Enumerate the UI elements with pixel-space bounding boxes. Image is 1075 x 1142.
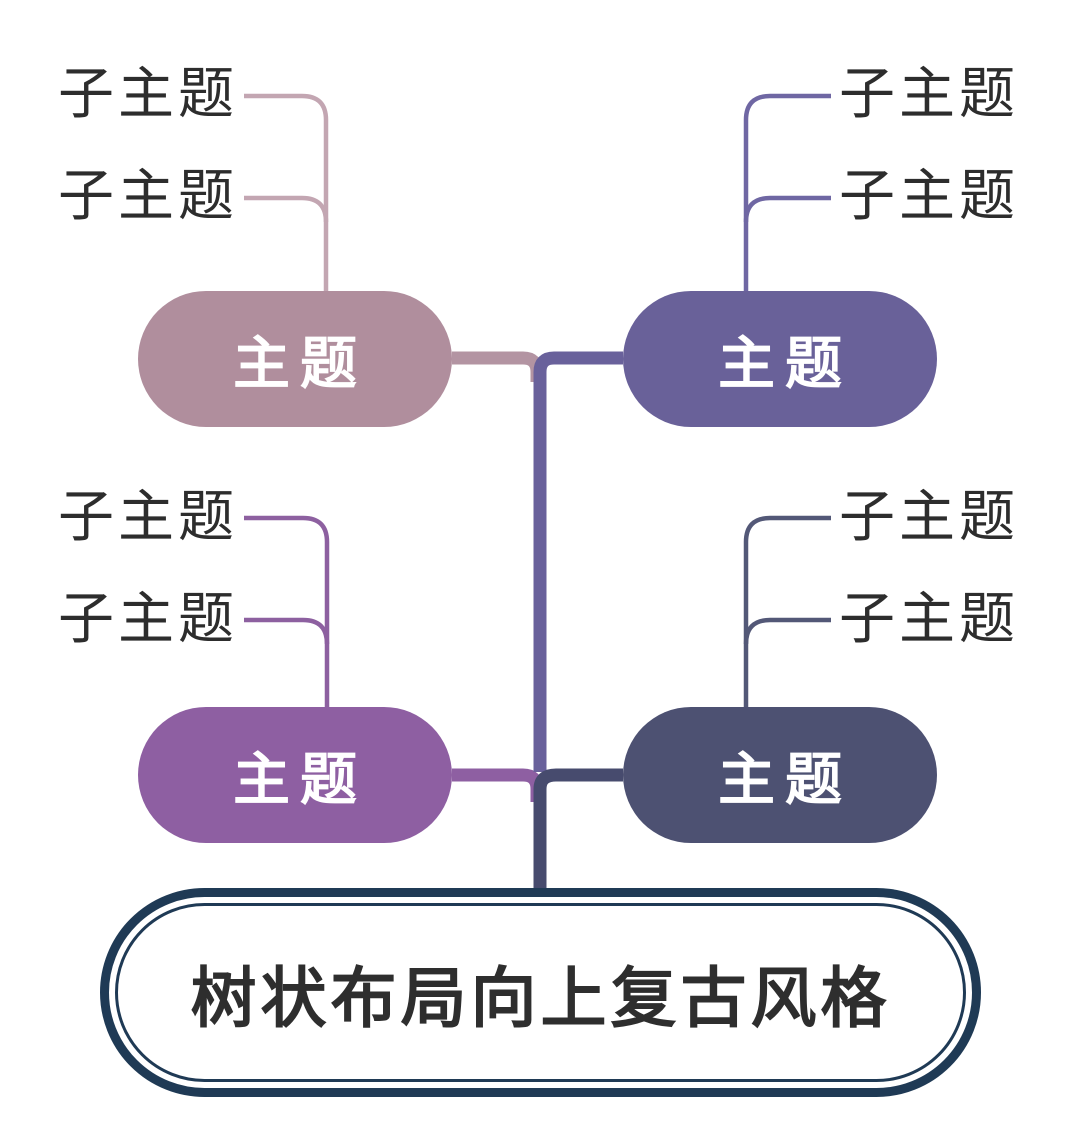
subtopic-node[interactable]: 子主题 <box>839 166 1019 228</box>
topic-node-bottom-right[interactable]: 主题 <box>623 707 937 843</box>
subline-bottom-left-2 <box>244 617 330 645</box>
subtopic-node[interactable]: 子主题 <box>58 487 238 549</box>
root-node[interactable]: 树状布局向上复古风格 <box>100 888 981 1097</box>
subtopic-node[interactable]: 子主题 <box>839 589 1019 651</box>
trunk-lower-and-bottom-right-connector <box>533 768 623 893</box>
subline-bottom-right-1 <box>743 515 831 710</box>
subtopic-node[interactable]: 子主题 <box>839 64 1019 126</box>
subline-top-left-2 <box>244 195 329 223</box>
topic-node-bottom-left[interactable]: 主题 <box>138 707 452 843</box>
subline-top-right-2 <box>743 195 831 223</box>
root-node-inner-ring: 树状布局向上复古风格 <box>115 903 966 1082</box>
subline-bottom-left-1 <box>244 515 330 710</box>
trunk-upper-and-top-right-connector <box>533 351 623 772</box>
subtopic-node[interactable]: 子主题 <box>58 166 238 228</box>
subtopic-node[interactable]: 子主题 <box>58 589 238 651</box>
subtopic-node[interactable]: 子主题 <box>58 64 238 126</box>
topic-node-top-left[interactable]: 主题 <box>138 291 452 427</box>
subline-top-left-1 <box>244 93 329 291</box>
topic-node-top-right[interactable]: 主题 <box>623 291 937 427</box>
subline-bottom-right-2 <box>743 617 831 645</box>
connector-bottom-left <box>452 768 544 802</box>
subtopic-node[interactable]: 子主题 <box>839 487 1019 549</box>
root-node-label: 树状布局向上复古风格 <box>190 960 891 1035</box>
subline-top-right-1 <box>743 93 831 291</box>
connector-top-left <box>452 351 544 382</box>
